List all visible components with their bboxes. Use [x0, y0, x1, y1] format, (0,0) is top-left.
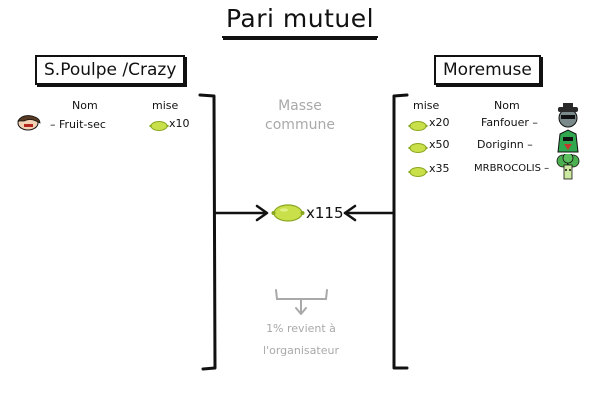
pool-title: Masse commune: [265, 98, 335, 133]
right-team-box: Moremuse: [434, 55, 541, 85]
left-col-header-name: Nom: [72, 99, 98, 112]
lemon-icon: [149, 117, 169, 136]
right-col-header-mise: mise: [413, 99, 440, 112]
bettor-name: Fanfouer –: [481, 116, 538, 129]
diagram-title: Pari mutuel: [0, 4, 600, 38]
lemon-icon: [408, 139, 428, 158]
bettor-name: Doriginn –: [477, 138, 533, 151]
bettor-avatar-mrbrocolis: [554, 152, 582, 188]
organizer-note: 1% revient à l'organisateur: [263, 322, 339, 357]
pool-total: x115: [306, 204, 344, 222]
left-team-box: S.Poulpe /Crazy: [35, 55, 186, 85]
bettor-mise: x10: [169, 117, 190, 130]
bettor-avatar-doriginn: [555, 128, 581, 158]
bettor-avatar-fruit-sec: [16, 113, 42, 137]
right-col-header-name: Nom: [494, 99, 520, 112]
bettor-mise: x35: [429, 162, 450, 175]
lemon-icon: [271, 203, 305, 227]
lemon-icon: [408, 163, 428, 182]
lemon-icon: [408, 117, 428, 136]
bettor-name: – Fruit-sec: [50, 118, 106, 131]
bettor-mise: x20: [429, 116, 450, 129]
bettor-avatar-fanfouer: [554, 103, 582, 133]
left-col-header-mise: mise: [152, 99, 179, 112]
bettor-mise: x50: [429, 138, 450, 151]
bettor-name: MRBROCOLIS –: [474, 163, 550, 174]
